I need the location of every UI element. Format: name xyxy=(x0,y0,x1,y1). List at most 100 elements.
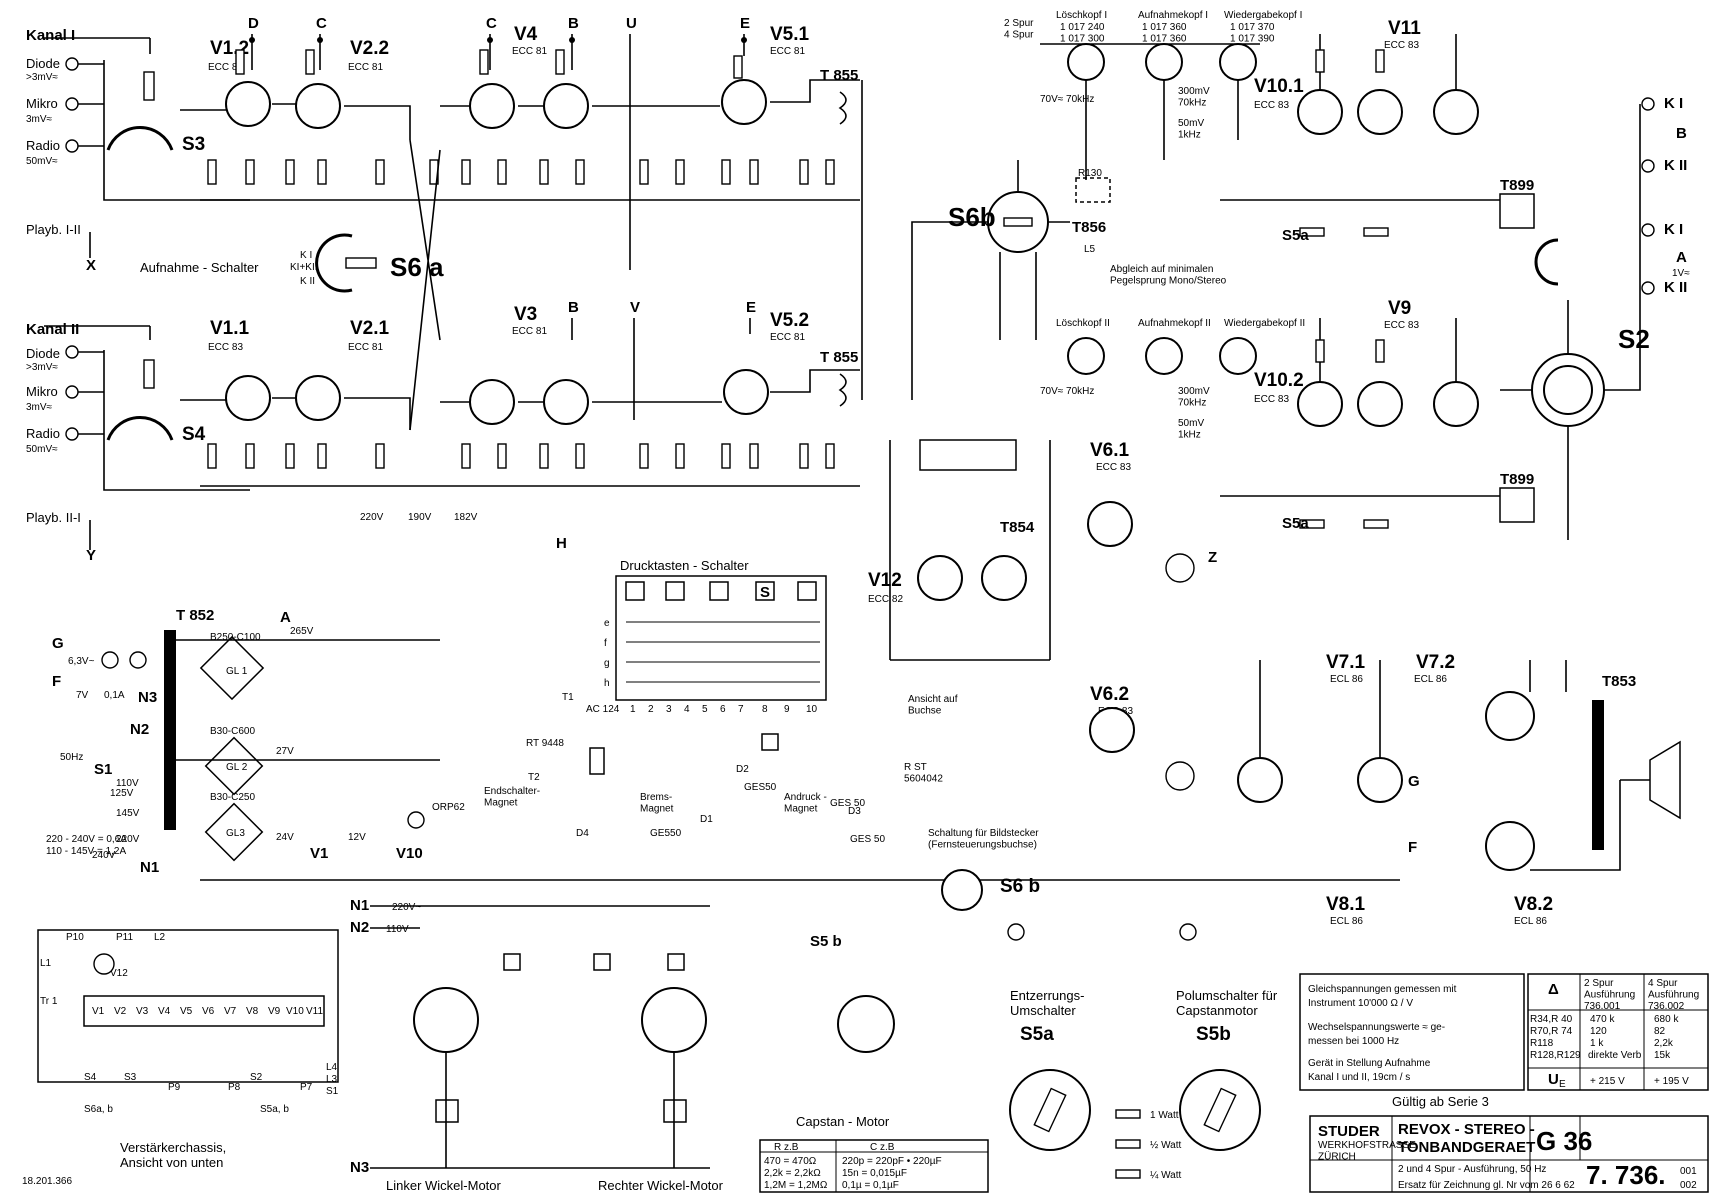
svg-text:G: G xyxy=(1408,773,1420,790)
kanal-2-radio-level: 50mV≈ xyxy=(26,444,58,455)
svg-text:9: 9 xyxy=(784,704,790,715)
tube-v51 xyxy=(721,79,767,125)
svg-text:S2: S2 xyxy=(250,1072,263,1083)
switch-s6a: S6 a Aufnahme - Schalter K I KI+KII K II xyxy=(140,233,444,293)
svg-text:T 855: T 855 xyxy=(820,349,858,366)
svg-text:D1: D1 xyxy=(700,814,713,825)
svg-text:Capstan - Motor: Capstan - Motor xyxy=(796,1114,890,1129)
svg-text:7V: 7V xyxy=(76,690,89,701)
svg-text:S4: S4 xyxy=(84,1072,97,1083)
svg-text:ECC 81: ECC 81 xyxy=(348,62,383,73)
svg-text:V3: V3 xyxy=(136,1006,149,1017)
svg-text:2 und 4 Spur - Ausführung, 50: 2 und 4 Spur - Ausführung, 50 Hz xyxy=(1398,1164,1546,1175)
kanal-1-diode-level: >3mV≈ xyxy=(26,72,58,83)
svg-text:KI+KII: KI+KII xyxy=(290,262,318,273)
svg-text:V1: V1 xyxy=(310,845,328,862)
svg-text:P7: P7 xyxy=(300,1082,313,1093)
input-section-kanal-1: Kanal I Diode >3mV≈ Mikro 3mV≈ Radio 50m… xyxy=(26,27,250,274)
svg-text:TONBANDGERAET: TONBANDGERAET xyxy=(1398,1139,1535,1156)
svg-text:Wiedergabekopf II: Wiedergabekopf II xyxy=(1224,318,1305,329)
svg-text:T1: T1 xyxy=(562,692,574,703)
svg-text:B250-C100: B250-C100 xyxy=(210,632,261,643)
supply-rails: D C C B U E V B E H A G F Z xyxy=(248,15,1420,856)
svg-text:R128,R129: R128,R129 xyxy=(1530,1050,1581,1061)
svg-text:U: U xyxy=(1548,1071,1559,1088)
svg-text:12V: 12V xyxy=(348,832,366,843)
tube-v4b xyxy=(543,83,589,129)
svg-text:V7.2: V7.2 xyxy=(1416,652,1455,673)
svg-text:V7: V7 xyxy=(224,1006,237,1017)
svg-text:120: 120 xyxy=(1590,1026,1607,1037)
svg-text:ECC 83: ECC 83 xyxy=(1254,100,1289,111)
svg-text:GL 1: GL 1 xyxy=(226,666,248,677)
svg-text:15k: 15k xyxy=(1654,1050,1671,1061)
entzerrungs-umschalter: Entzerrungs-Umschalter S5a xyxy=(1009,988,1091,1151)
kanal-2-diode-level: >3mV≈ xyxy=(26,362,58,373)
svg-text:ECC 82: ECC 82 xyxy=(868,594,903,605)
svg-text:S6 b: S6 b xyxy=(1000,876,1040,897)
svg-text:P11: P11 xyxy=(116,932,133,943)
svg-text:Instrument 10'000 Ω / V: Instrument 10'000 Ω / V xyxy=(1308,998,1413,1009)
kanal-1-title: Kanal I xyxy=(26,27,75,44)
svg-text:8: 8 xyxy=(762,704,768,715)
svg-text:H: H xyxy=(556,535,567,552)
svg-text:Gültig ab Serie 3: Gültig ab Serie 3 xyxy=(1392,1094,1489,1109)
svg-text:F: F xyxy=(1408,839,1417,856)
svg-text:1 k: 1 k xyxy=(1590,1038,1604,1049)
tube-row-1: V1.2 ECC 83 V2.2 ECC 81 V4 ECC 81 V5.1 E… xyxy=(208,24,810,129)
svg-text:82: 82 xyxy=(1654,1026,1666,1037)
svg-text:Gleichspannungen gemessen mit: Gleichspannungen gemessen mit xyxy=(1308,984,1457,995)
kanal-1-playback-label: Playb. I-II xyxy=(26,222,81,237)
svg-text:ECC 81: ECC 81 xyxy=(348,342,383,353)
svg-text:L5: L5 xyxy=(1084,244,1096,255)
svg-text:240V: 240V xyxy=(92,850,116,861)
svg-text:Aufnahmekopf II: Aufnahmekopf II xyxy=(1138,318,1211,329)
svg-text:S: S xyxy=(760,584,770,601)
svg-text:GES 50: GES 50 xyxy=(830,798,865,809)
power-supply: G 6,3V~ F 7V 0,1A T 852 N3 N2 N1 50Hz S1… xyxy=(46,512,1400,881)
svg-text:+ 215 V: + 215 V xyxy=(1590,1076,1625,1087)
svg-text:ECC 83: ECC 83 xyxy=(1096,462,1131,473)
svg-text:125V: 125V xyxy=(110,788,134,799)
svg-text:D2: D2 xyxy=(736,764,749,775)
svg-text:ECL 86: ECL 86 xyxy=(1414,674,1447,685)
svg-text:K II: K II xyxy=(1664,157,1687,174)
svg-text:T899: T899 xyxy=(1500,471,1534,488)
svg-text:S1: S1 xyxy=(326,1086,339,1097)
tube-v3b xyxy=(543,379,589,425)
svg-text:K I: K I xyxy=(300,250,312,261)
kanal-2-title: Kanal II xyxy=(26,321,79,338)
svg-text:2,2k: 2,2k xyxy=(1654,1038,1674,1049)
heads-bottom: Löschkopf II Aufnahmekopf II Wiedergabek… xyxy=(1040,318,1305,441)
svg-text:K I: K I xyxy=(1664,221,1683,238)
svg-text:E: E xyxy=(1559,1079,1566,1090)
svg-text:V5.1: V5.1 xyxy=(770,24,810,45)
svg-text:0,1µ = 0,1µF: 0,1µ = 0,1µF xyxy=(842,1180,899,1191)
svg-text:B30-C250: B30-C250 xyxy=(210,792,255,803)
svg-text:h: h xyxy=(604,678,610,689)
bias-oscillator: T854 V12 ECC 82 V6.1 ECC 83 V6.2 ECC 83 xyxy=(868,439,1195,791)
svg-text:Gerät in Stellung Aufnahme: Gerät in Stellung Aufnahme xyxy=(1308,1058,1431,1069)
svg-text:3: 3 xyxy=(666,704,672,715)
svg-text:G 36: G 36 xyxy=(1536,1126,1592,1156)
svg-text:Verstärkerchassis,Ansicht von: Verstärkerchassis,Ansicht von unten xyxy=(120,1140,226,1170)
svg-text:24V: 24V xyxy=(276,832,294,843)
svg-text:N1: N1 xyxy=(350,897,369,914)
svg-text:D3: D3 xyxy=(848,806,861,817)
svg-text:S6a, b: S6a, b xyxy=(84,1104,113,1115)
svg-text:L1: L1 xyxy=(40,958,52,969)
svg-text:Kanal I und II, 19cm / s: Kanal I und II, 19cm / s xyxy=(1308,1072,1410,1083)
svg-text:V1: V1 xyxy=(92,1006,105,1017)
svg-text:B: B xyxy=(568,15,579,32)
svg-text:220 - 240V = 0,6A: 220 - 240V = 0,6A xyxy=(46,834,127,845)
svg-text:70V≈ 70kHz: 70V≈ 70kHz xyxy=(1040,94,1094,105)
kanal-1-radio-label: Radio xyxy=(26,138,60,153)
switch-s6b-lower: S6 b xyxy=(941,869,1197,941)
tube-row-right: V10.1 ECC 83 V11 ECC 83 V10.2 ECC 83 V9 … xyxy=(1220,18,1500,532)
watt-legend: 1 Watt ½ Watt ¼ Watt xyxy=(1115,1109,1182,1181)
kanal-1-mikro-label: Mikro xyxy=(26,96,58,111)
svg-text:Ersatz für Zeichnung gl. Nr v: Ersatz für Zeichnung gl. Nr vom 26 6 62 xyxy=(1398,1180,1575,1191)
